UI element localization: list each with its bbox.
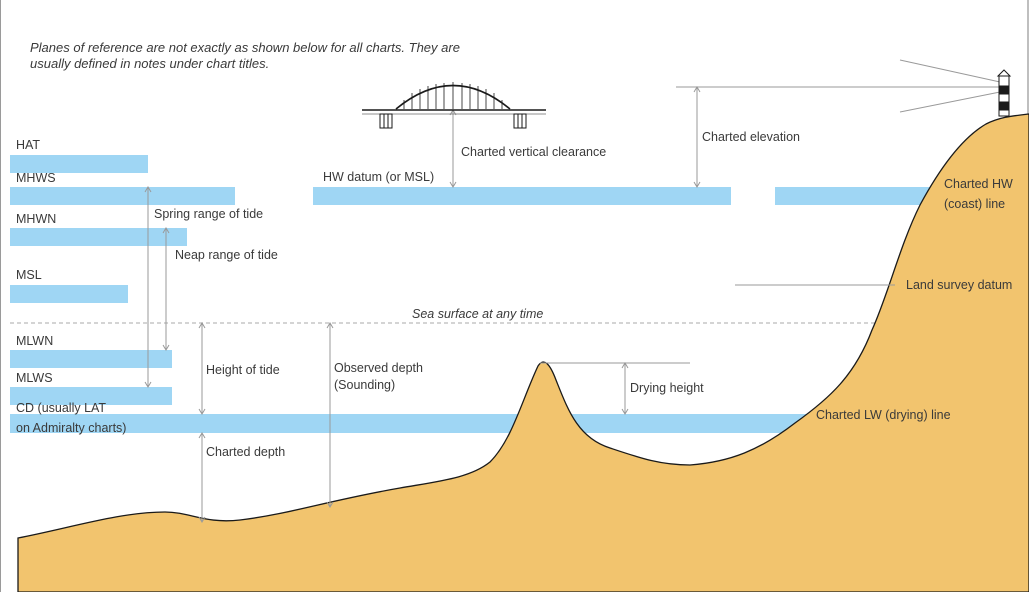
charted-elevation-arrowhead-top bbox=[693, 86, 701, 93]
neap-range-arrowhead-bottom bbox=[162, 344, 170, 351]
neap-range-arrowhead-top bbox=[162, 227, 170, 234]
mhwn-band bbox=[10, 228, 187, 246]
bridge-icon bbox=[362, 82, 546, 129]
mhws-label: MHWS bbox=[16, 171, 56, 185]
mhwn-label: MHWN bbox=[16, 212, 57, 226]
spring-range-arrowhead-bottom bbox=[144, 381, 152, 388]
observed-depth-arrowhead-bottom bbox=[326, 501, 334, 508]
seabed-land bbox=[17, 113, 1029, 592]
mhws-band bbox=[10, 187, 235, 205]
vertical-clearance-arrowhead-bottom bbox=[449, 181, 457, 188]
hw-datum-band bbox=[313, 187, 731, 205]
msl-label: MSL bbox=[16, 268, 42, 282]
drying-height-arrowhead-bottom bbox=[621, 408, 629, 415]
observed-depth-label: Observed depth (Sounding) bbox=[334, 361, 423, 392]
charted-elevation-arrowhead-bottom bbox=[693, 181, 701, 188]
charted-hw-line-label: Charted HW (coast) line bbox=[944, 177, 1013, 211]
charted-depth-arrowhead-top bbox=[198, 432, 206, 439]
hat-label: HAT bbox=[16, 138, 41, 152]
charted-depth-arrowhead-bottom bbox=[198, 516, 206, 523]
spring-range-arrowhead-top bbox=[144, 186, 152, 193]
light-beam-lower bbox=[899, 91, 1001, 113]
height-of-tide-arrowhead-bottom bbox=[198, 408, 206, 415]
mlws-label: MLWS bbox=[16, 371, 53, 385]
light-beam-upper bbox=[899, 59, 1001, 83]
drying-height-label: Drying height bbox=[630, 381, 704, 395]
height-of-tide-arrowhead-top bbox=[198, 322, 206, 329]
height-of-tide-label: Height of tide bbox=[206, 363, 280, 377]
spring-range-label: Spring range of tide bbox=[154, 207, 264, 221]
msl-band bbox=[10, 285, 128, 303]
drying-height-arrowhead-top bbox=[621, 362, 629, 369]
dimension-lines bbox=[144, 59, 1001, 523]
vertical-clearance-label: Charted vertical clearance bbox=[461, 145, 607, 159]
land-survey-datum-label: Land survey datum bbox=[906, 278, 1013, 292]
charted-elevation-label: Charted elevation bbox=[702, 130, 800, 144]
hw-datum-label: HW datum (or MSL) bbox=[323, 170, 435, 184]
hat-band bbox=[10, 155, 148, 173]
charted-depth-label: Charted depth bbox=[206, 445, 286, 459]
lighthouse-icon bbox=[996, 69, 1012, 117]
sea-surface-label: Sea surface at any time bbox=[412, 307, 544, 321]
mlwn-band bbox=[10, 350, 172, 368]
neap-range-label: Neap range of tide bbox=[175, 248, 278, 262]
charted-lw-line-label: Charted LW (drying) line bbox=[816, 408, 951, 422]
mlws-band bbox=[10, 387, 172, 405]
chart-note: Planes of reference are not exactly as s… bbox=[30, 40, 460, 71]
observed-depth-arrowhead-top bbox=[326, 322, 334, 329]
mlwn-label: MLWN bbox=[16, 334, 54, 348]
cd-label: CD (usually LAT on Admiralty charts) bbox=[16, 401, 127, 435]
frame-left-edge bbox=[0, 0, 1, 592]
